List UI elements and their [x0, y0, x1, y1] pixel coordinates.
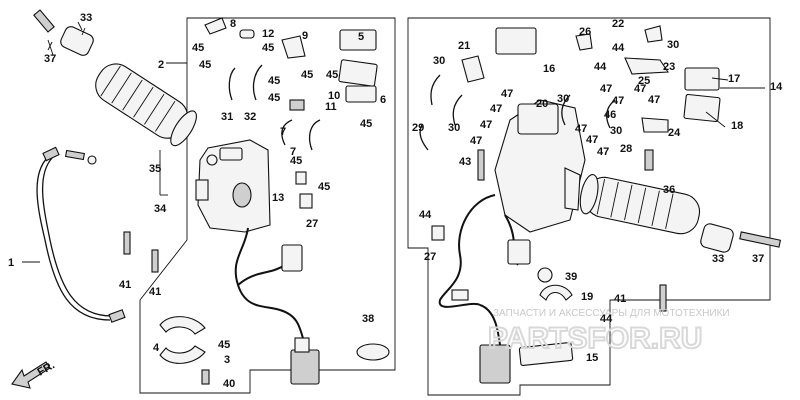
callout-18: 18: [731, 120, 743, 132]
callout-7b: 7: [290, 146, 296, 158]
callout-45e: 45: [268, 92, 280, 104]
callout-47b: 47: [490, 103, 502, 115]
callout-11: 11: [325, 101, 337, 113]
callout-45a: 45: [192, 42, 204, 54]
callout-32: 32: [244, 111, 256, 123]
callout-44d: 44: [600, 313, 613, 325]
leader-lines: [22, 21, 765, 263]
callout-5: 5: [358, 31, 364, 43]
callout-30d: 30: [667, 39, 679, 51]
callout-41a: 41: [119, 279, 131, 291]
callout-33b: 33: [712, 253, 724, 265]
callout-30a: 30: [433, 55, 445, 67]
callout-1: 1: [8, 257, 14, 269]
callout-4: 4: [153, 342, 160, 354]
callout-22: 22: [612, 18, 624, 30]
callout-47g: 47: [597, 146, 609, 158]
callout-13: 13: [272, 192, 284, 204]
callout-47i: 47: [612, 95, 624, 107]
callout-33a: 33: [80, 12, 92, 24]
right-switch-housing: [438, 27, 586, 384]
callout-40: 40: [223, 378, 235, 390]
callout-45g: 45: [326, 69, 338, 81]
callout-28: 28: [620, 143, 632, 155]
callout-3: 3: [224, 354, 230, 366]
callout-45j: 45: [318, 181, 330, 193]
callout-47c: 47: [480, 119, 492, 131]
callout-30b: 30: [448, 122, 460, 134]
callout-26: 26: [579, 26, 591, 38]
callout-2: 2: [158, 59, 164, 71]
left-switch-housing: [195, 139, 320, 385]
left-grip-assembly: [33, 9, 197, 147]
callout-24: 24: [668, 127, 681, 139]
callout-39: 39: [565, 271, 577, 283]
callout-43: 43: [459, 156, 471, 168]
callout-44a: 44: [419, 209, 432, 221]
callout-36: 36: [663, 184, 675, 196]
callout-45b: 45: [199, 59, 211, 71]
callout-12: 12: [262, 28, 274, 40]
callout-23: 23: [663, 61, 675, 73]
callout-30e: 30: [610, 125, 622, 137]
right-switch-frame: [407, 17, 771, 396]
callout-35: 35: [149, 163, 161, 175]
callout-labels: 1 2 3 4 5 6 7 7 8 9 10 11 12 13 14 15 16…: [8, 12, 783, 390]
callout-30c: 30: [557, 93, 569, 105]
callout-9: 9: [302, 30, 308, 42]
callout-38: 38: [362, 313, 374, 325]
callout-45k: 45: [218, 339, 230, 351]
callout-14: 14: [770, 81, 783, 93]
callout-6: 6: [380, 94, 386, 106]
left-small-parts: [123, 17, 390, 385]
callout-37b: 37: [752, 253, 764, 265]
callout-10: 10: [328, 90, 340, 102]
callout-44c: 44: [594, 61, 607, 73]
callout-27a: 27: [306, 218, 318, 230]
callout-41c: 41: [614, 293, 626, 305]
left-grip-shape: [95, 63, 197, 147]
throttle-cable: [36, 146, 126, 323]
callout-8: 8: [230, 18, 236, 30]
callout-31: 31: [221, 111, 233, 123]
callout-47k: 47: [648, 94, 660, 106]
callout-47a: 47: [501, 88, 513, 100]
callout-47j: 47: [634, 83, 646, 95]
left-switch-frame: [139, 17, 396, 394]
callout-46: 46: [604, 109, 616, 121]
callout-20: 20: [536, 98, 548, 110]
callout-47h: 47: [600, 83, 612, 95]
callout-47f: 47: [586, 134, 598, 146]
callout-19: 19: [581, 291, 593, 303]
callout-44b: 44: [612, 42, 625, 54]
callout-45d: 45: [268, 75, 280, 87]
callout-21: 21: [458, 40, 470, 52]
callout-41b: 41: [149, 286, 161, 298]
watermark-logo: PARTSFOR.RU: [488, 322, 702, 355]
screw-37-shape: [33, 9, 55, 33]
right-grip-assembly: [579, 174, 782, 253]
callout-25: 25: [638, 75, 650, 87]
fr-label: FR.: [36, 359, 57, 378]
callout-16: 16: [543, 63, 555, 75]
watermark-caption: ЗАПЧАСТИ И АКСЕССУАРЫ ДЛЯ МОТОТЕХНИКИ: [493, 308, 730, 319]
callout-34: 34: [154, 203, 167, 215]
callout-47d: 47: [470, 135, 482, 147]
right-small-parts: [419, 25, 721, 312]
callout-45f: 45: [301, 69, 313, 81]
bar-end-weight-shape: [60, 26, 94, 56]
callout-27b: 27: [424, 251, 436, 263]
callout-45c: 45: [262, 42, 274, 54]
callout-45i: 45: [290, 155, 302, 167]
callout-15: 15: [586, 352, 598, 364]
callout-17: 17: [728, 73, 740, 85]
callout-7a: 7: [280, 126, 286, 138]
callout-29: 29: [412, 122, 424, 134]
callout-37a: 37: [44, 53, 56, 65]
callout-47e: 47: [575, 123, 587, 135]
front-direction-arrow: FR.: [11, 359, 57, 389]
callout-45h: 45: [360, 118, 372, 130]
